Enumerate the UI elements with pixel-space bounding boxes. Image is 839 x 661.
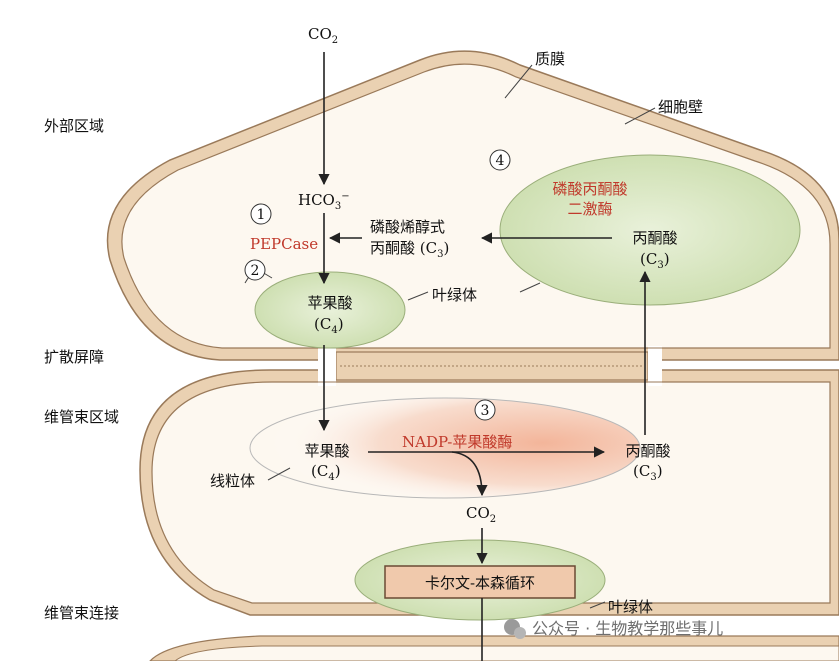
svg-text:3: 3 xyxy=(481,403,490,419)
pathway-arrows xyxy=(318,52,651,661)
label-cell-wall: 细胞壁 xyxy=(658,98,703,116)
watermark: 公众号 · 生物教学那些事儿 xyxy=(504,619,723,639)
svg-text:2: 2 xyxy=(251,263,260,279)
molecule-pyruvate-top-carbon: (C3) xyxy=(640,250,670,271)
plasmodesma-right xyxy=(648,346,662,386)
region-label-outer: 外部区域 xyxy=(44,117,104,135)
svg-text:1: 1 xyxy=(257,207,266,223)
region-label-connection: 维管束连接 xyxy=(44,604,119,622)
calvin-cycle-box xyxy=(384,565,576,599)
molecule-co2-bottom: CO2 xyxy=(466,504,496,525)
enzyme-pepcase: PEPCase xyxy=(250,235,318,253)
label-chloroplast-bottom: 叶绿体 xyxy=(608,598,653,616)
chloroplast-top-right xyxy=(499,154,801,306)
molecule-malate-bottom-carbon: (C4) xyxy=(311,462,341,483)
enzyme-nadp-malic: NADP-苹果酸酶 xyxy=(402,433,512,451)
calvin-cycle-label: 卡尔文-本森循环 xyxy=(425,574,535,592)
enzyme-ppdk-line2: 二激酶 xyxy=(567,200,612,218)
enzyme-ppdk-line1: 磷酸丙酮酸 xyxy=(552,180,627,198)
molecule-pep-line2: 丙酮酸 (C3) xyxy=(370,239,449,260)
chloroplast-malate xyxy=(254,271,406,349)
molecule-malate-bottom: 苹果酸 xyxy=(304,442,349,460)
label-plasma-membrane: 质膜 xyxy=(535,50,565,68)
molecule-malate-top-carbon: (C4) xyxy=(314,315,344,336)
step-2: 2 xyxy=(244,259,266,281)
molecule-pyruvate-bottom: 丙酮酸 xyxy=(625,442,670,460)
region-label-barrier: 扩散屏障 xyxy=(44,348,104,366)
step-1: 1 xyxy=(250,203,272,225)
region-label-vascular: 维管束区域 xyxy=(44,408,119,426)
molecule-pep-line1: 磷酸烯醇式 xyxy=(370,218,445,236)
molecule-pyruvate-bottom-carbon: (C3) xyxy=(633,462,663,483)
mitochondrion xyxy=(249,397,641,499)
svg-text:4: 4 xyxy=(496,153,505,169)
molecule-co2-top: CO2 xyxy=(308,25,338,46)
svg-text:公众号 · 生物教学那些事儿: 公众号 · 生物教学那些事儿 xyxy=(532,619,723,638)
molecule-pyruvate-top: 丙酮酸 xyxy=(632,229,677,247)
arrow-to-co2 xyxy=(451,451,488,497)
step-3: 3 xyxy=(474,399,496,421)
molecule-hco3: HCO3− xyxy=(298,191,350,212)
plasmodesma-left xyxy=(318,346,336,386)
label-mitochondrion: 线粒体 xyxy=(210,472,255,490)
label-chloroplast-top: 叶绿体 xyxy=(432,286,477,304)
molecule-malate-top: 苹果酸 xyxy=(307,294,352,312)
step-4: 4 xyxy=(489,149,511,171)
